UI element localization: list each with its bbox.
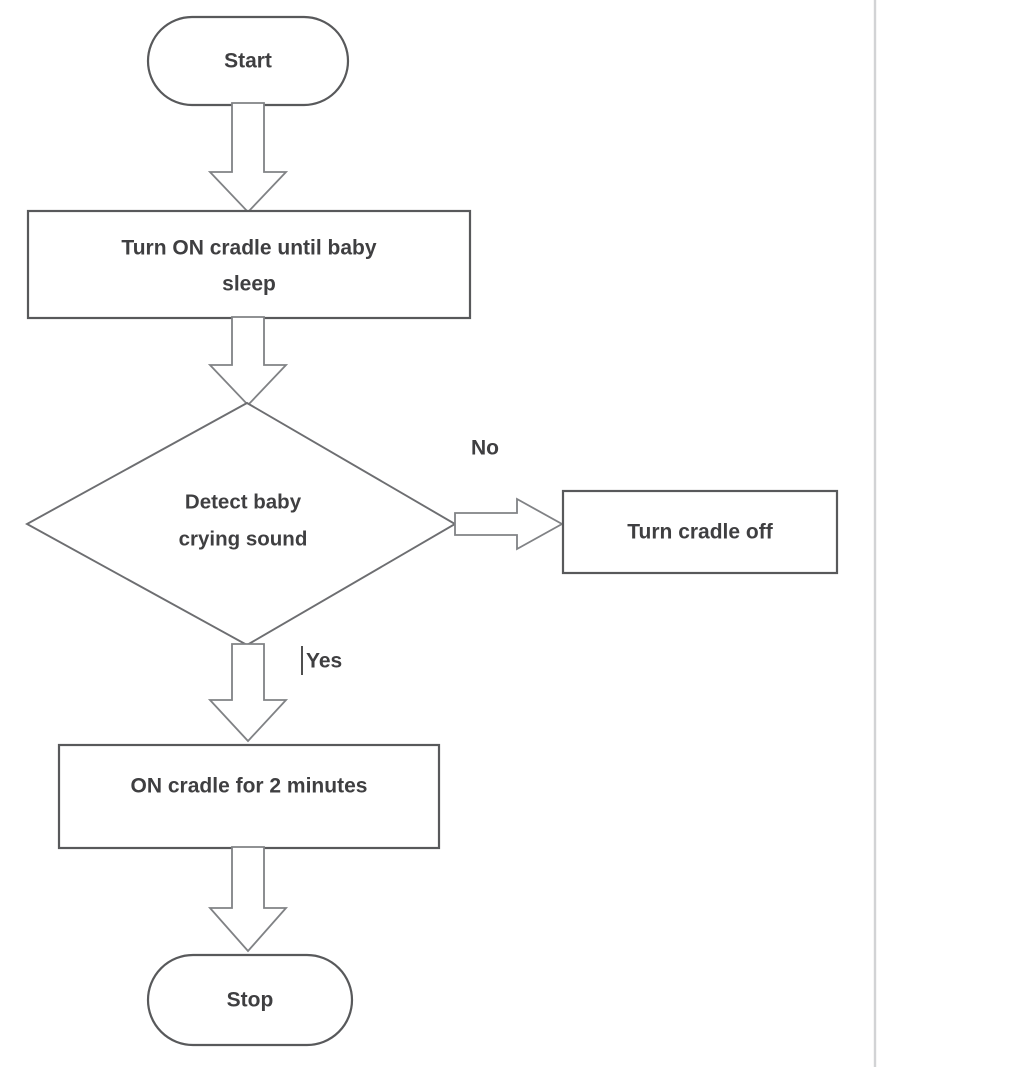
detect-crying-label-line1: Detect baby bbox=[185, 490, 302, 513]
arrow-down-decision-to-on-2min bbox=[207, 643, 289, 743]
branch-label-yes: Yes bbox=[306, 650, 342, 673]
turn-on-cradle-label-line1: Turn ON cradle until baby bbox=[121, 237, 376, 260]
stop-terminator-shape bbox=[146, 953, 354, 1047]
edge-detect-to-on-2min: Yes bbox=[207, 643, 342, 743]
edge-detect-to-turn-off: No bbox=[454, 437, 564, 551]
arrow-down-start-to-process bbox=[207, 102, 289, 214]
stop-label: Stop bbox=[227, 989, 274, 1012]
arrow-down-on-2min-to-stop bbox=[208, 846, 288, 953]
node-on-cradle-2-minutes[interactable]: ON cradle for 2 minutes bbox=[57, 743, 441, 850]
turn-cradle-off-label: Turn cradle off bbox=[627, 521, 773, 544]
node-detect-crying[interactable]: Detect baby crying sound bbox=[25, 401, 457, 647]
node-stop[interactable]: Stop bbox=[146, 953, 354, 1047]
node-turn-on-cradle[interactable]: Turn ON cradle until baby sleep bbox=[26, 209, 472, 320]
node-turn-cradle-off[interactable]: Turn cradle off bbox=[561, 489, 839, 575]
arrow-right-decision-to-turn-off bbox=[454, 497, 564, 551]
on-cradle-2-minutes-label: ON cradle for 2 minutes bbox=[131, 775, 368, 798]
turn-on-cradle-label-line2: sleep bbox=[222, 273, 276, 296]
edge-on-2min-to-stop bbox=[208, 846, 288, 953]
turn-cradle-off-process-shape bbox=[561, 489, 839, 575]
turn-on-cradle-process-shape bbox=[26, 209, 472, 320]
arrow-down-process-to-decision bbox=[207, 316, 289, 407]
node-start[interactable]: Start bbox=[146, 15, 350, 107]
edge-start-to-turn-on bbox=[207, 102, 289, 214]
start-label: Start bbox=[224, 50, 272, 73]
edge-turn-on-to-detect bbox=[207, 316, 289, 407]
detect-crying-label-line2: crying sound bbox=[179, 527, 308, 550]
detect-crying-decision-shape bbox=[25, 401, 457, 647]
branch-label-no: No bbox=[471, 437, 499, 460]
